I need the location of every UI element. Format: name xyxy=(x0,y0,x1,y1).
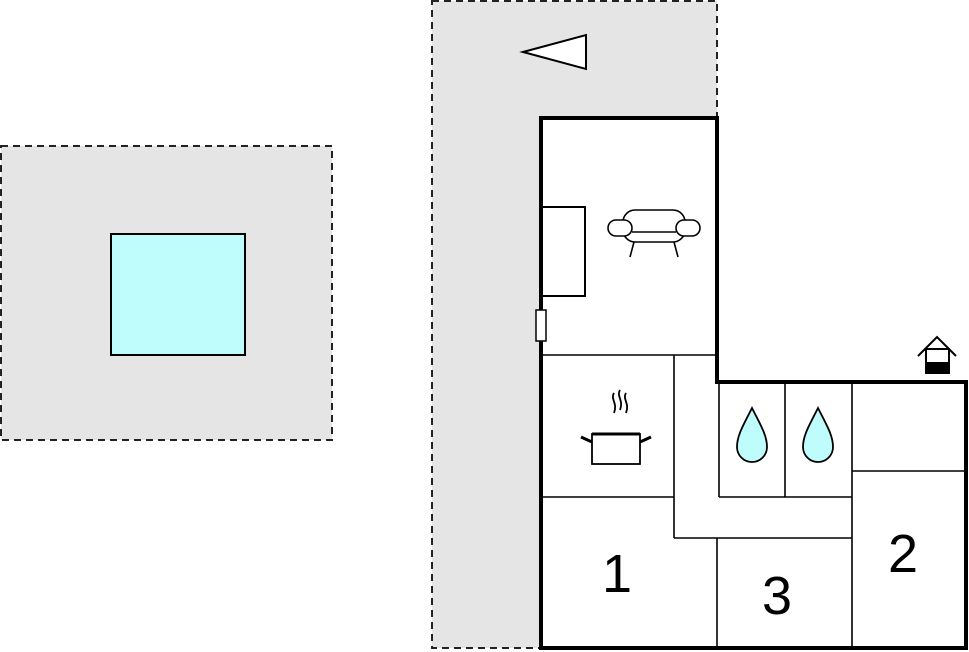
water-drop-icon xyxy=(802,405,834,463)
water-drop-icon xyxy=(736,405,768,463)
house-entrance-icon xyxy=(917,335,957,374)
room-number-1: 1 xyxy=(602,544,632,604)
room-number-2: 2 xyxy=(888,524,918,584)
pool-area xyxy=(0,145,333,441)
door-marker xyxy=(535,309,547,342)
pool-water xyxy=(110,233,246,356)
outer-walls xyxy=(539,116,968,650)
interior-walls xyxy=(541,354,966,648)
sofa-icon xyxy=(607,209,701,258)
living-room-cabinet xyxy=(540,206,586,297)
direction-arrow-icon xyxy=(519,33,587,71)
cooking-pot-icon xyxy=(580,389,652,465)
room-number-3: 3 xyxy=(762,566,792,626)
